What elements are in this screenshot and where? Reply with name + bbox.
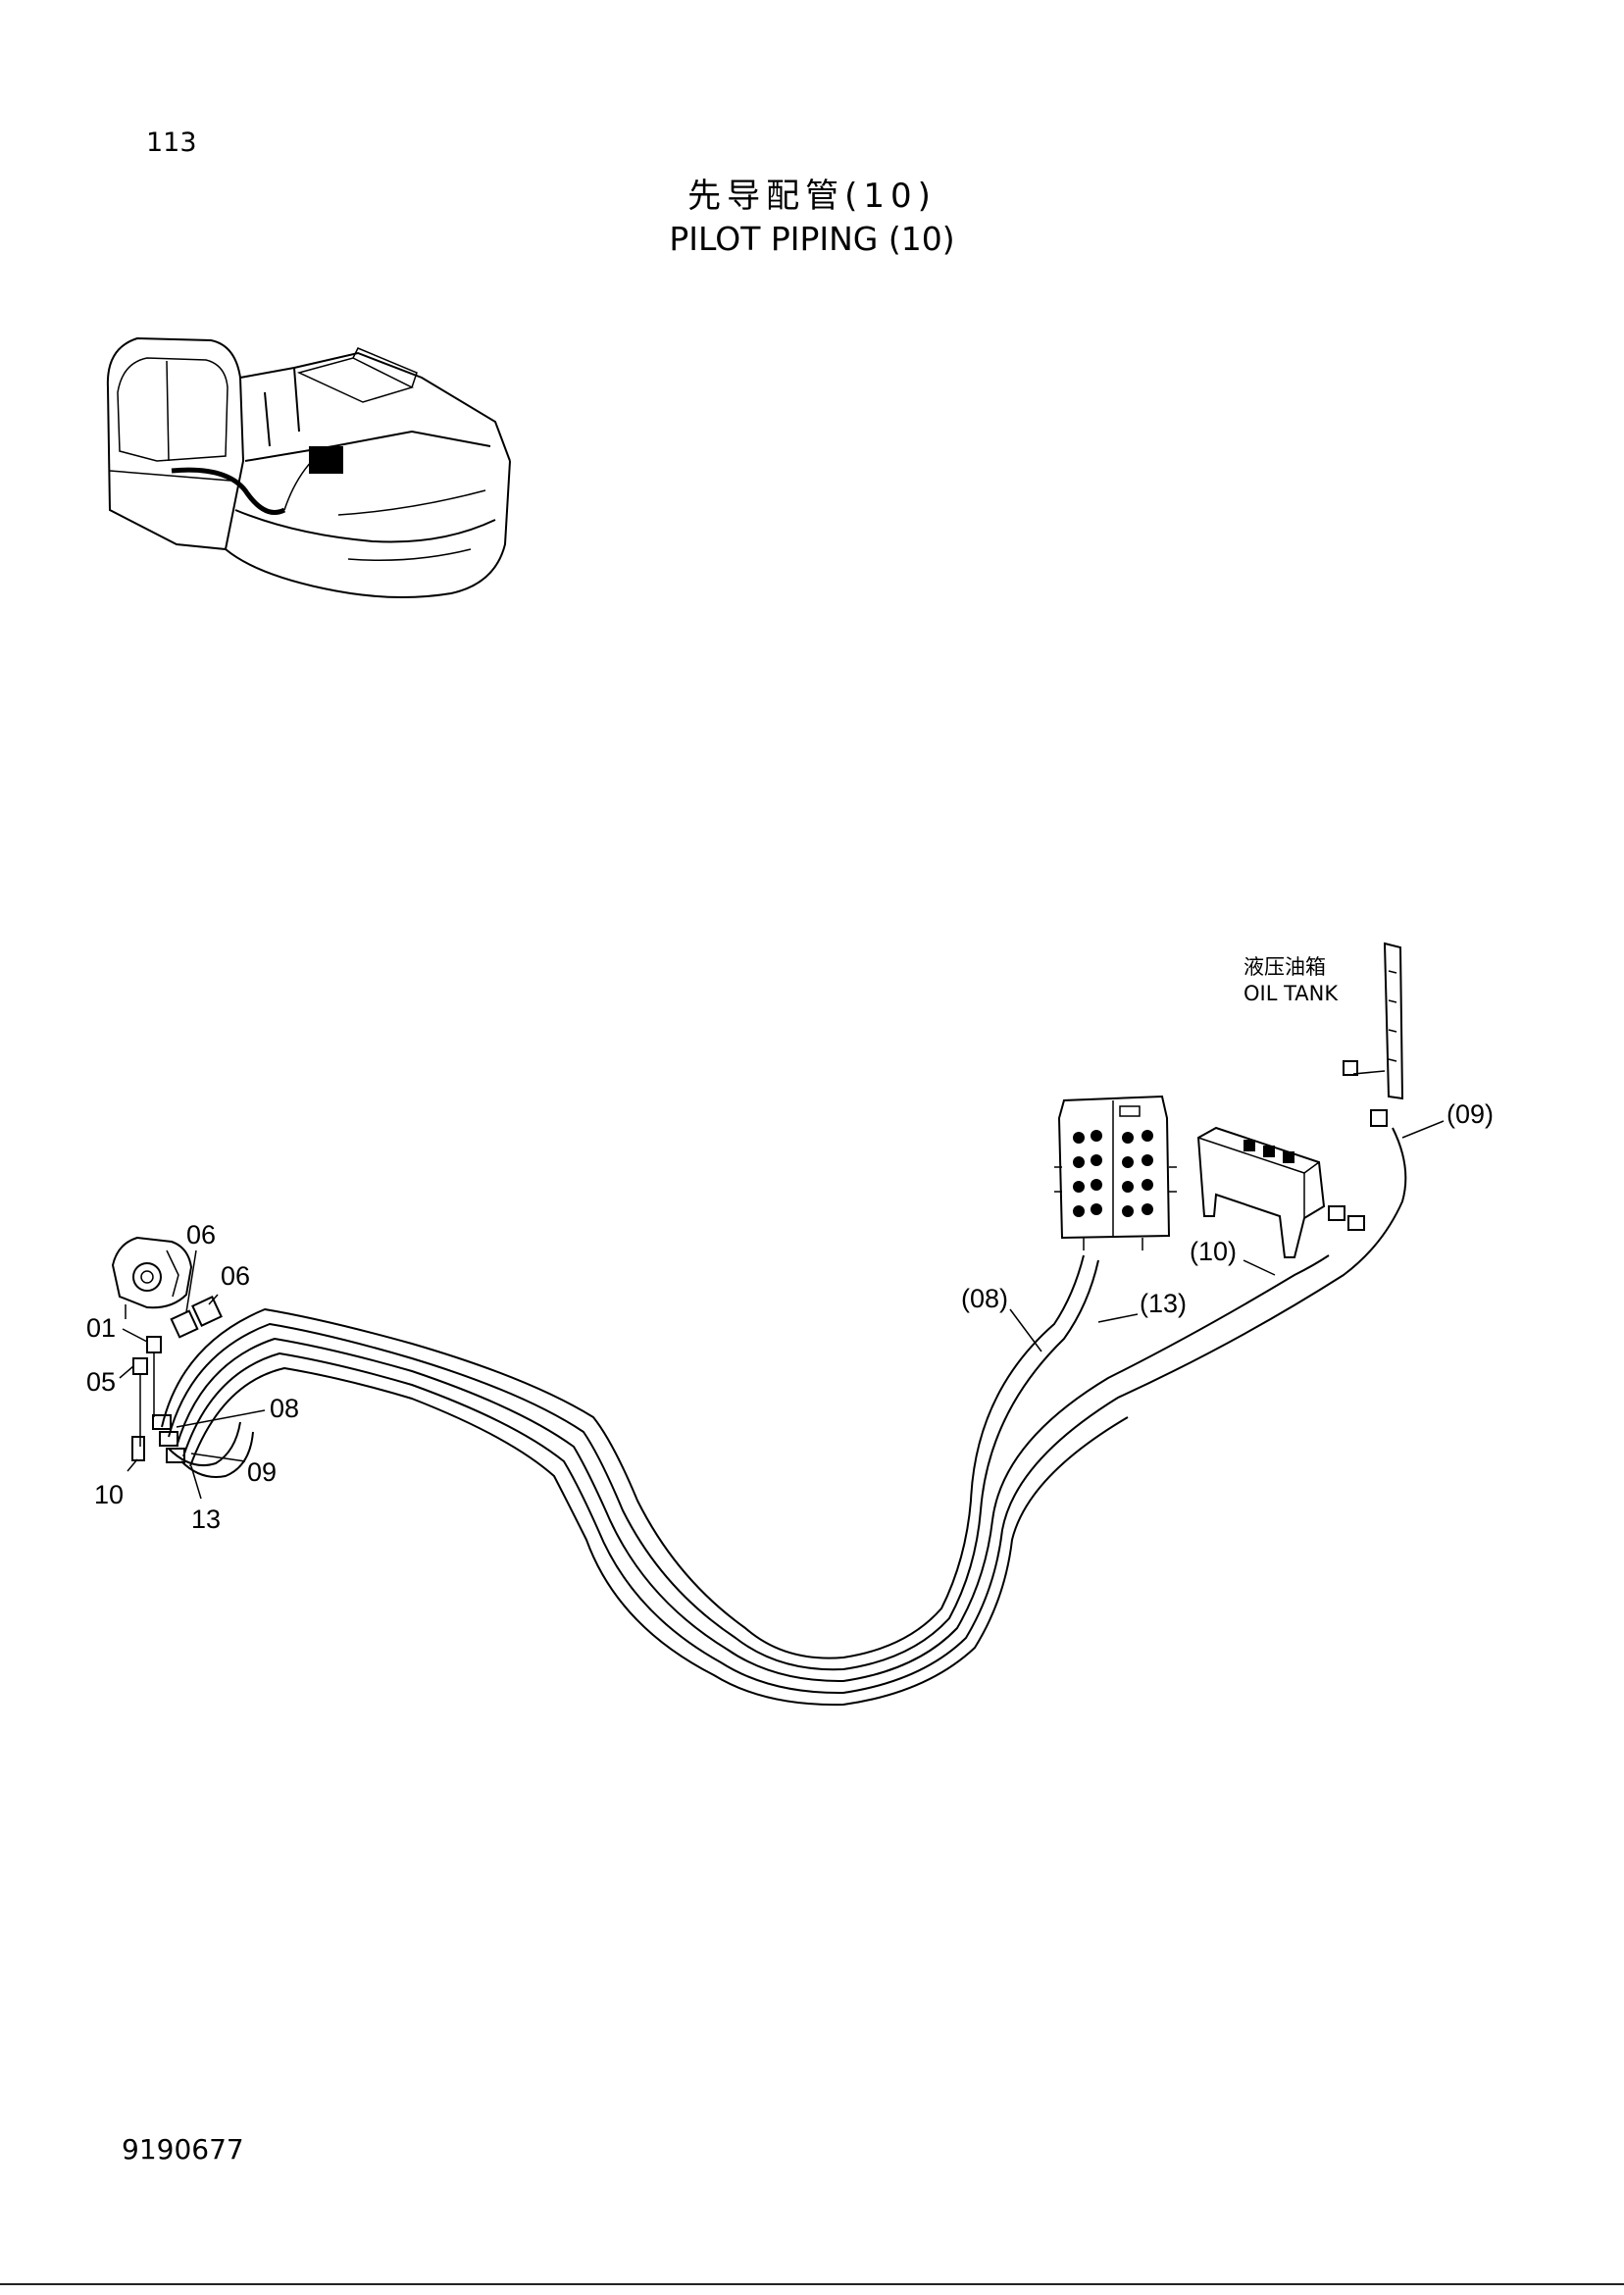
leader-lines bbox=[119, 1120, 1445, 1500]
callout-09-ref: (09) bbox=[1446, 1099, 1494, 1129]
callout-09: 09 bbox=[247, 1457, 277, 1487]
page-title-english: PILOT PIPING (10) bbox=[669, 220, 955, 258]
page-number: 113 bbox=[146, 128, 197, 158]
bottom-divider bbox=[0, 2283, 1624, 2285]
callout-08: 08 bbox=[270, 1394, 299, 1423]
pilot-hose-bundle bbox=[161, 1127, 1407, 1707]
control-valve-block bbox=[1054, 1095, 1177, 1250]
callout-08-ref: (08) bbox=[961, 1284, 1008, 1313]
oil-tank-bracket bbox=[1343, 942, 1404, 1127]
callout-05: 05 bbox=[86, 1367, 116, 1397]
oil-tank-label-english: OIL TANK bbox=[1243, 982, 1339, 1005]
page-title-chinese: 先导配管(10) bbox=[687, 177, 937, 216]
oil-tank-label-chinese: 液压油箱 bbox=[1243, 955, 1326, 979]
document-code: 9190677 bbox=[122, 2133, 244, 2166]
callout-10: 10 bbox=[94, 1480, 124, 1509]
callout-10-ref: (10) bbox=[1190, 1237, 1237, 1266]
excavator-overview-illustration bbox=[106, 336, 511, 598]
callout-06-lower: 06 bbox=[221, 1261, 250, 1291]
pilot-manifold bbox=[1196, 1126, 1365, 1258]
callout-labels: 06 06 01 05 08 09 10 13 (08) (13) (10) (… bbox=[86, 955, 1494, 1534]
pilot-valve-assembly bbox=[111, 1236, 223, 1463]
callout-01: 01 bbox=[86, 1313, 116, 1343]
callout-13-ref: (13) bbox=[1140, 1289, 1187, 1318]
callout-13: 13 bbox=[191, 1504, 221, 1534]
callout-06-upper: 06 bbox=[186, 1220, 216, 1250]
